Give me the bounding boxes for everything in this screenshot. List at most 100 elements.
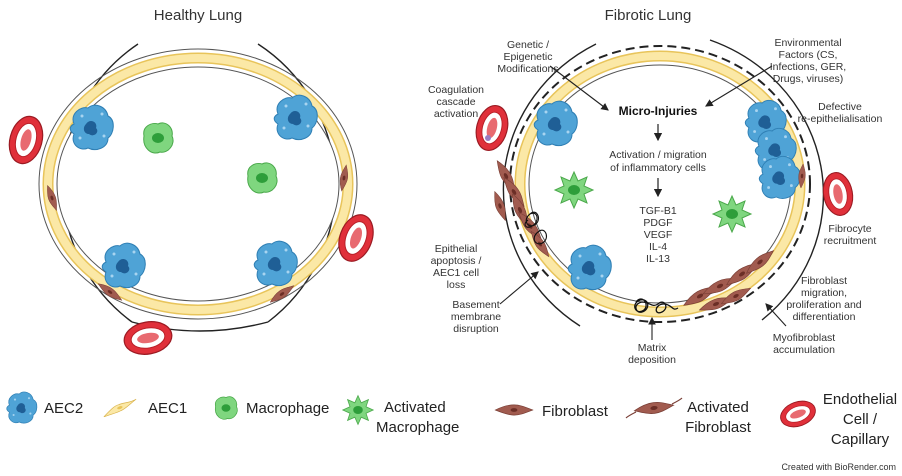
micro-injuries-label: Micro-Injuries [619,104,698,118]
svg-text:Fibrocyte: Fibrocyte [828,223,871,235]
healthy-lung-panel: Healthy Lung [3,7,380,359]
fibroblast-migration-label: Fibroblast migration, proliferation and … [786,275,861,323]
alveolar-outer-edge [38,48,358,320]
svg-text:Basement: Basement [452,299,499,311]
factor-label: IL-4 [649,241,667,253]
arrow [499,271,539,305]
svg-text:Factors (CS,: Factors (CS, [779,49,838,61]
activated-macrophage-cell [554,171,594,209]
fibrotic-lung-title: Fibrotic Lung [605,7,692,24]
svg-text:Cell /: Cell / [843,411,878,428]
fibroblast-icon [494,404,534,416]
activation-label-line2: of inflammatory cells [610,162,706,174]
legend-item-aec1: AEC1 [101,398,187,418]
factor-label: PDGF [643,217,672,229]
svg-text:AEC2: AEC2 [44,400,83,417]
aec2-cell [758,155,801,199]
svg-text:Fibroblast: Fibroblast [542,403,609,420]
svg-text:Environmental: Environmental [774,37,841,49]
aec2-cell [69,104,114,151]
svg-text:Capillary: Capillary [831,431,890,448]
svg-text:Infections, GER,: Infections, GER, [770,61,846,73]
capillary-cell [819,169,857,219]
svg-text:Activated: Activated [384,399,446,416]
svg-text:Epithelial: Epithelial [435,243,478,255]
legend-item-endothelial: Endothelial Cell / Capillary [776,391,897,448]
coagulation-label: Coagulation cascade activation [428,84,484,120]
aec2-icon [6,391,38,424]
svg-text:Defective: Defective [818,101,862,113]
alveolar-lumen [56,66,340,302]
fibrocyte-recruitment-label: Fibrocyte recruitment [824,223,877,247]
arrow [765,303,787,327]
matrix-deposition-fibers [634,298,679,314]
epithelial-apoptosis-label: Epithelial apoptosis / AEC1 cell loss [431,243,482,291]
svg-text:recruitment: recruitment [824,235,877,247]
macrophage-cell [247,162,278,194]
arrow [549,65,609,111]
activated-fibroblast-icon [633,399,675,417]
environmental-label: Environmental Factors (CS, Infections, G… [770,37,846,85]
credit-text: Created with BioRender.com [781,462,896,472]
capillary-icon [776,396,820,432]
svg-text:migration,: migration, [801,287,847,299]
svg-text:proliferation and: proliferation and [786,299,861,311]
svg-text:Fibroblast: Fibroblast [685,419,752,436]
matrix-deposition-label: Matrix deposition [628,342,676,366]
svg-text:differentiation: differentiation [793,311,856,323]
factor-label: TGF-B1 [639,205,676,217]
capillary-cell [3,112,49,168]
svg-text:deposition: deposition [628,354,676,366]
defective-reepithelialisation-label: Defective re-epithelialisation [798,101,883,125]
healthy-lung-title: Healthy Lung [154,7,242,24]
svg-text:apoptosis /: apoptosis / [431,255,482,267]
svg-text:AEC1: AEC1 [148,400,187,417]
svg-text:cascade: cascade [436,96,475,108]
aec2-cell [101,242,146,289]
svg-text:Genetic /: Genetic / [507,39,549,51]
svg-text:Macrophage: Macrophage [246,400,329,417]
aec1-icon [101,398,139,418]
capillary-cell [120,317,176,359]
svg-text:Modifications: Modifications [497,63,558,75]
macrophage-icon [214,396,238,420]
activation-label-line1: Activation / migration [609,149,707,161]
svg-text:loss: loss [447,279,466,291]
factor-label: IL-13 [646,253,670,265]
legend-item-activated-macrophage: Activated Macrophage [342,395,459,436]
svg-text:accumulation: accumulation [773,344,835,356]
coagulation-marker [485,135,491,141]
svg-text:disruption: disruption [453,323,499,335]
macrophage-cell [143,122,174,154]
fibrotic-lung-panel: Fibrotic Lung [428,7,882,366]
svg-text:Fibroblast: Fibroblast [801,275,847,287]
genetic-label: Genetic / Epigenetic Modifications [497,39,558,75]
activated-macrophage-icon [342,395,374,425]
aec1-epithelium-fill [44,54,352,314]
svg-text:activation: activation [434,108,479,120]
legend: AEC2 AEC1 Macrophage Activated Macrophag… [6,391,897,448]
legend-item-activated-fibroblast: Activated Fibroblast [625,397,752,436]
svg-text:Myofibroblast: Myofibroblast [773,332,836,344]
legend-item-macrophage: Macrophage [214,396,329,420]
factor-label: VEGF [644,229,673,241]
svg-text:membrane: membrane [451,311,501,323]
legend-item-aec2: AEC2 [6,391,83,424]
aec2-cell [533,100,578,147]
svg-text:re-epithelialisation: re-epithelialisation [798,113,883,125]
aec2-cell [273,94,318,141]
svg-text:Endothelial: Endothelial [823,391,897,408]
basement-membrane-disruption-label: Basement membrane disruption [451,299,501,335]
svg-text:Drugs, viruses): Drugs, viruses) [773,73,844,85]
aec2-cell [253,240,298,287]
aec2-cell [567,244,612,291]
myofibroblast-accumulation-label: Myofibroblast accumulation [773,332,836,356]
svg-text:Coagulation: Coagulation [428,84,484,96]
activated-fibroblast-cluster [490,157,553,260]
svg-text:Epigenetic: Epigenetic [503,51,552,63]
svg-text:AEC1 cell: AEC1 cell [433,267,479,279]
svg-text:Matrix: Matrix [638,342,667,354]
basement-membrane-right [709,39,825,321]
legend-item-fibroblast: Fibroblast [494,403,609,420]
